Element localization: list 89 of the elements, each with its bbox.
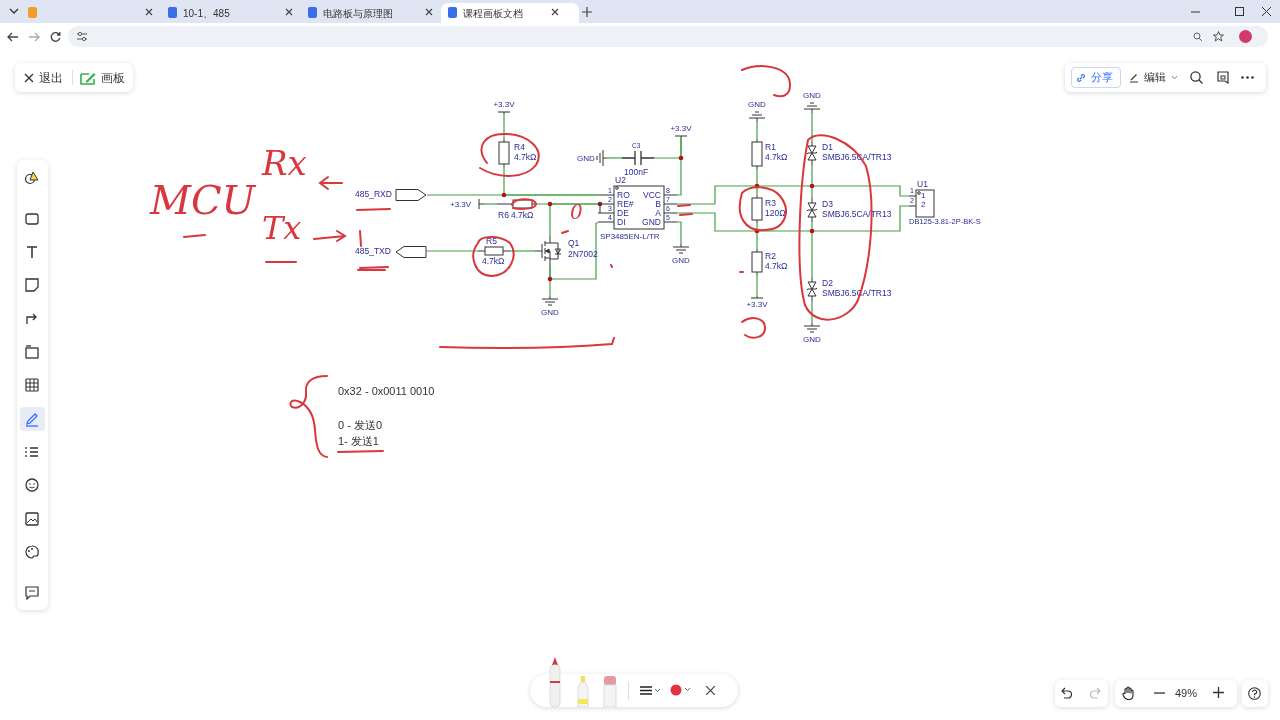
wire [756, 168, 758, 196]
designator-label: U1 [917, 180, 928, 189]
designator-label: D2 [822, 279, 833, 288]
pin-name: B [655, 200, 661, 209]
wire [756, 274, 758, 297]
designator-label: D1 [822, 143, 833, 152]
designator-label: U2 [615, 176, 626, 185]
handwritten-text: Rx [262, 146, 307, 180]
wire [483, 203, 498, 205]
component-label: +3.3V [745, 300, 769, 309]
wire [811, 164, 813, 199]
resistor [751, 195, 787, 223]
pin-name: DE [617, 209, 629, 218]
ground-symbol [800, 323, 824, 345]
wire [509, 250, 536, 252]
wire [676, 137, 682, 196]
edit-button: 编辑 [1125, 67, 1182, 88]
handwritten-text: MCU [150, 180, 256, 220]
designator-label: R5 [486, 237, 497, 246]
component-label: 485_TXD [355, 247, 391, 256]
note-text: 1- 发送1 [338, 434, 379, 449]
designator-label: R2 [765, 252, 776, 261]
ground-symbol [577, 150, 607, 166]
component-label: 2N7002 [568, 250, 598, 259]
component-label: 100nF [624, 168, 649, 177]
ground-symbol [669, 244, 693, 266]
wire [811, 221, 813, 278]
tab-title: 电路板与原理图 [323, 7, 393, 21]
wire [606, 157, 623, 159]
pin-name: A [655, 209, 661, 218]
note-text: 0x32 - 0x0011 0010 [338, 385, 435, 397]
designator-label: R3 [765, 199, 776, 208]
component-label: 485_RXD [355, 190, 392, 199]
pin-name: RE# [617, 200, 634, 209]
component-label: 2 [921, 200, 926, 209]
component-label: 4.7kΩ [765, 262, 788, 271]
pin-name: GND [642, 218, 661, 227]
component-label: GND [540, 308, 560, 317]
pin-name: RO [617, 191, 630, 200]
component-label: 4.7kΩ [765, 153, 788, 162]
wire [549, 222, 599, 280]
pin-name: DI [617, 218, 626, 227]
note-text: 0 - 发送0 [338, 418, 382, 433]
wire [426, 250, 479, 252]
capacitor [622, 142, 654, 178]
share-button: 分享 [1071, 67, 1121, 88]
component-label: GND [577, 154, 595, 163]
component-label: 1 [921, 191, 926, 200]
wire [503, 113, 505, 140]
component-label: GND [802, 91, 822, 100]
tab-title: 10-1、485 [183, 7, 230, 21]
zoom-level: 49% [1175, 687, 1198, 699]
wire [756, 222, 758, 250]
designator-label: R6 [498, 211, 509, 220]
component-label: SP3485EN-L/TR [600, 232, 660, 241]
designator-label: R4 [514, 143, 525, 152]
component-label: 4.7kΩ [514, 153, 537, 162]
exit-button: 退出 [20, 66, 70, 90]
component-label: +3.3V [669, 124, 693, 133]
designator-label: D3 [822, 200, 833, 209]
power-symbol [450, 198, 484, 210]
component-label: 4.7kΩ [511, 211, 534, 220]
wire [676, 205, 910, 232]
pin-name: VCC [643, 191, 661, 200]
component-label: +3.3V [492, 100, 516, 109]
ground-symbol [538, 296, 562, 318]
designator-label: R1 [765, 143, 776, 152]
wire [756, 121, 758, 140]
handwritten-text: 0 [570, 202, 583, 222]
wire [811, 300, 813, 324]
wire [549, 203, 599, 237]
component-label: 120Ω [765, 209, 786, 218]
whiteboard-button: 画板 [76, 66, 130, 90]
net-port [355, 188, 427, 202]
component-label: 4.7kΩ [482, 257, 505, 266]
component-label: GND [802, 335, 822, 344]
tab-title: 课程画板文档 [463, 7, 523, 21]
designator-label: Q1 [568, 239, 580, 248]
wire [676, 185, 910, 205]
component-label: GND [671, 256, 691, 265]
wire [676, 221, 682, 245]
resistor [497, 197, 537, 221]
transceiver-chip [598, 176, 677, 242]
component-label: GND [747, 100, 767, 109]
handwritten-text: Tx [262, 212, 302, 244]
component-label: +3.3V [450, 200, 472, 209]
wire [503, 166, 599, 196]
wire [811, 112, 813, 142]
net-port [355, 245, 427, 259]
